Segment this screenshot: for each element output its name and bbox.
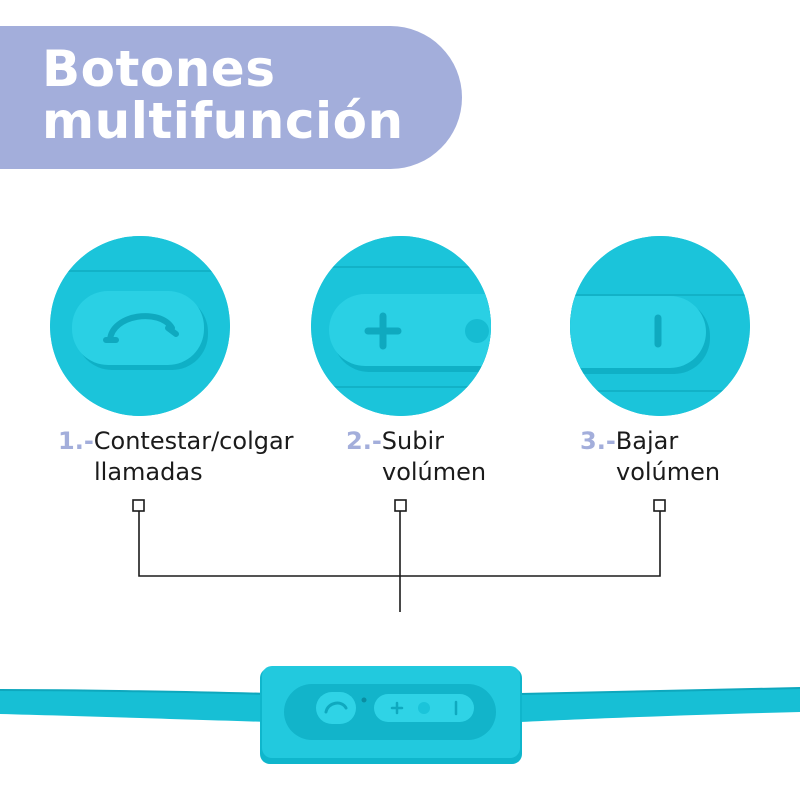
label-text: Bajar	[615, 427, 679, 455]
label-volume-up: 2.-Subir volúmen	[346, 426, 486, 488]
label-text-2: volúmen	[382, 458, 487, 486]
volume-down-button-closeup	[570, 236, 750, 416]
minus-icon	[570, 236, 750, 416]
title-banner	[0, 26, 462, 169]
plus-icon	[311, 236, 491, 416]
answer-button-closeup	[50, 236, 230, 416]
title-line-1: Botones	[42, 40, 276, 98]
label-number: 1.-	[58, 427, 94, 455]
connector-lines	[132, 499, 666, 612]
connector-marker	[653, 499, 666, 512]
remote-control-cable	[0, 666, 800, 764]
title-line-2: multifunción	[42, 92, 404, 150]
label-number: 3.-	[580, 427, 616, 455]
label-text: Contestar/colgar	[93, 427, 294, 455]
label-text: Subir	[381, 427, 444, 455]
connector-marker	[394, 499, 407, 512]
label-text-2: llamadas	[94, 458, 203, 486]
label-volume-down: 3.-Bajar volúmen	[580, 426, 720, 488]
label-answer-hangup: 1.-Contestar/colgar llamadas	[58, 426, 294, 488]
label-number: 2.-	[346, 427, 382, 455]
volume-up-button-closeup	[311, 236, 491, 416]
phone-icon	[50, 236, 230, 416]
label-text-2: volúmen	[616, 458, 721, 486]
connector-marker	[132, 499, 145, 512]
